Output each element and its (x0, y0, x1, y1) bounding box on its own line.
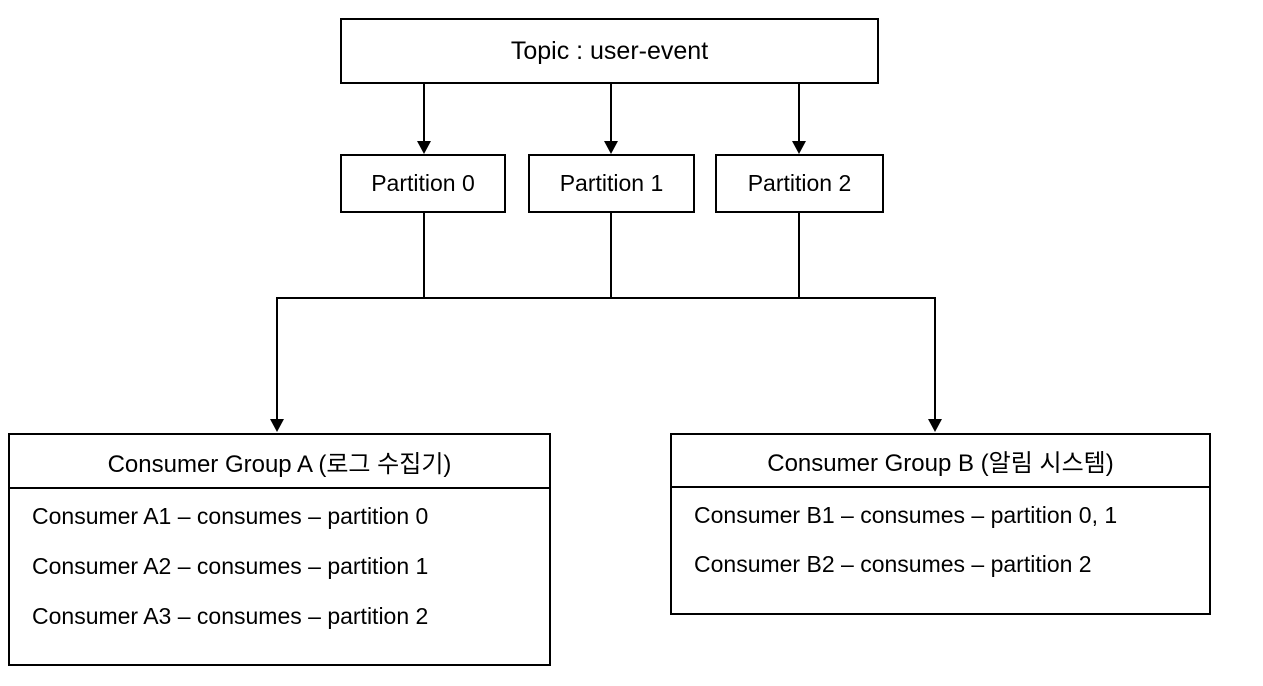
consumer-group-b-body: Consumer B1 – consumes – partition 0, 1 … (672, 488, 1209, 613)
connector-bus-to-group-b (934, 297, 936, 419)
connector-partition-0-drop (423, 213, 425, 299)
consumer-group-a-body: Consumer A1 – consumes – partition 0 Con… (10, 489, 549, 664)
partition-label-1: Partition 1 (559, 170, 664, 196)
connector-bus-to-group-a (276, 297, 278, 419)
consumer-group-a-header: Consumer Group A (로그 수집기) (10, 435, 549, 489)
list-item: Consumer B1 – consumes – partition 0, 1 (694, 502, 1118, 528)
connector-partition-1-drop (610, 213, 612, 299)
partition-label-0: Partition 0 (371, 170, 475, 196)
arrowhead-topic-to-partition-1 (604, 141, 618, 154)
consumer-group-a-box: Consumer Group A (로그 수집기) Consumer A1 – … (8, 433, 551, 666)
arrowhead-topic-to-partition-2 (792, 141, 806, 154)
topic-label: Topic : user-event (510, 36, 709, 65)
list-item: Consumer B2 – consumes – partition 2 (694, 551, 1092, 577)
consumer-group-b-header: Consumer Group B (알림 시스템) (672, 435, 1209, 488)
arrowhead-bus-to-group-b (928, 419, 942, 432)
arrowhead-topic-to-partition-0 (417, 141, 431, 154)
list-item: Consumer A1 – consumes – partition 0 (32, 503, 429, 529)
partition-box-2: Partition 2 (715, 154, 884, 213)
list-item: Consumer A3 – consumes – partition 2 (32, 603, 429, 629)
consumer-group-b-box: Consumer Group B (알림 시스템) Consumer B1 – … (670, 433, 1211, 615)
arrowhead-bus-to-group-a (270, 419, 284, 432)
connector-topic-to-partition-0 (423, 84, 425, 142)
connector-partition-2-drop (798, 213, 800, 299)
partition-label-2: Partition 2 (747, 170, 852, 196)
connector-topic-to-partition-2 (798, 84, 800, 142)
connector-bus (276, 297, 936, 299)
connector-topic-to-partition-1 (610, 84, 612, 142)
topic-box: Topic : user-event (340, 18, 879, 84)
partition-box-1: Partition 1 (528, 154, 695, 213)
partition-box-0: Partition 0 (340, 154, 506, 213)
list-item: Consumer A2 – consumes – partition 1 (32, 553, 429, 579)
